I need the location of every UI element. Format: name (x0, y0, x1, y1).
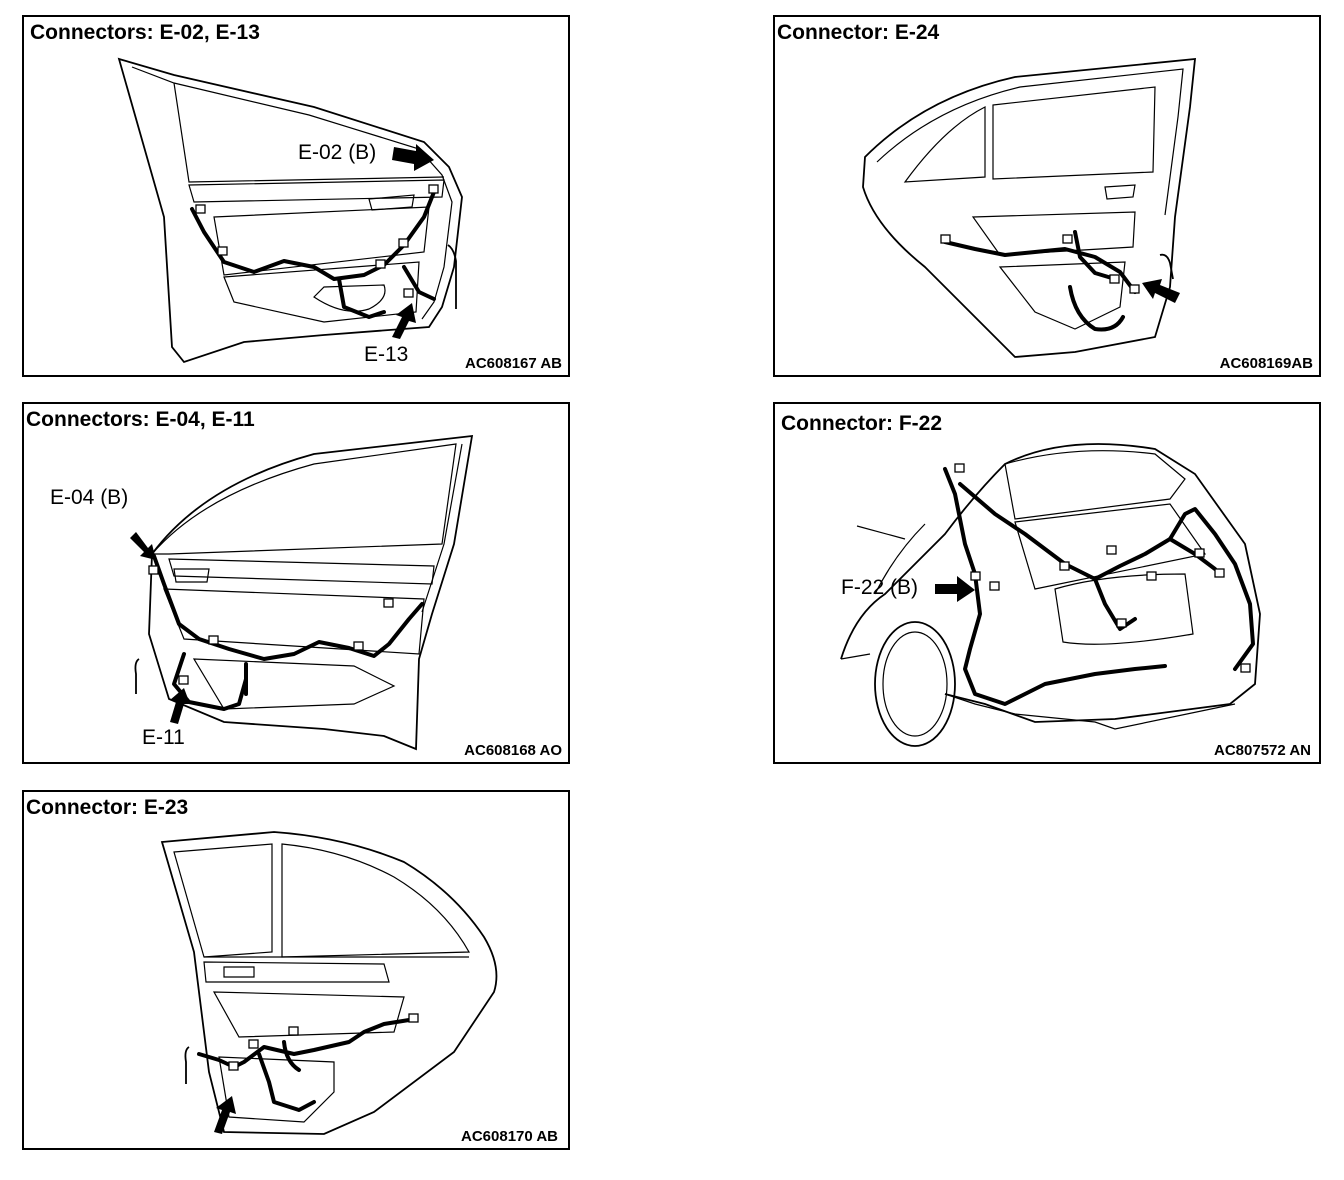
panel-title: Connector: E-23 (26, 796, 189, 819)
vehicle-rear-illustration (840, 443, 1261, 747)
illustration-code: AC608169AB (1219, 355, 1313, 372)
callout-label: E-13 (364, 343, 409, 366)
diagram-panel-e24: Connector: E-24 AC608169AB (773, 15, 1321, 377)
diagram-panel-e02-e13: Connectors: E-02, E-13 E-02 (B) E-13 AC6… (22, 15, 570, 377)
panel-title: Connector: E-24 (777, 21, 940, 44)
rear-door-illustration (160, 831, 498, 1135)
rear-door-illustration (862, 57, 1197, 358)
callout-label: E-11 (142, 726, 185, 749)
illustration-code: AC608168 AO (464, 742, 562, 759)
callout-label: F-22 (B) (841, 576, 919, 599)
diagram-panel-e04-e11: Connectors: E-04, E-11 E-04 (B) E-11 AC6… (22, 402, 570, 764)
panel-title: Connector: F-22 (781, 412, 943, 435)
front-door-illustration (117, 57, 463, 364)
diagram-panel-e23: Connector: E-23 AC608170 AB (22, 790, 570, 1150)
front-door-illustration (130, 434, 474, 751)
panel-title: Connectors: E-04, E-11 (26, 408, 255, 431)
diagram-panel-f22: Connector: F-22 F-22 (B) AC807572 AN (773, 402, 1321, 764)
callout-label: E-02 (B) (298, 141, 377, 164)
callout-label: E-04 (B) (50, 486, 129, 509)
panel-title: Connectors: E-02, E-13 (30, 21, 260, 44)
illustration-code: AC608170 AB (461, 1128, 558, 1145)
illustration-code: AC608167 AB (465, 355, 562, 372)
illustration-code: AC807572 AN (1214, 742, 1311, 759)
